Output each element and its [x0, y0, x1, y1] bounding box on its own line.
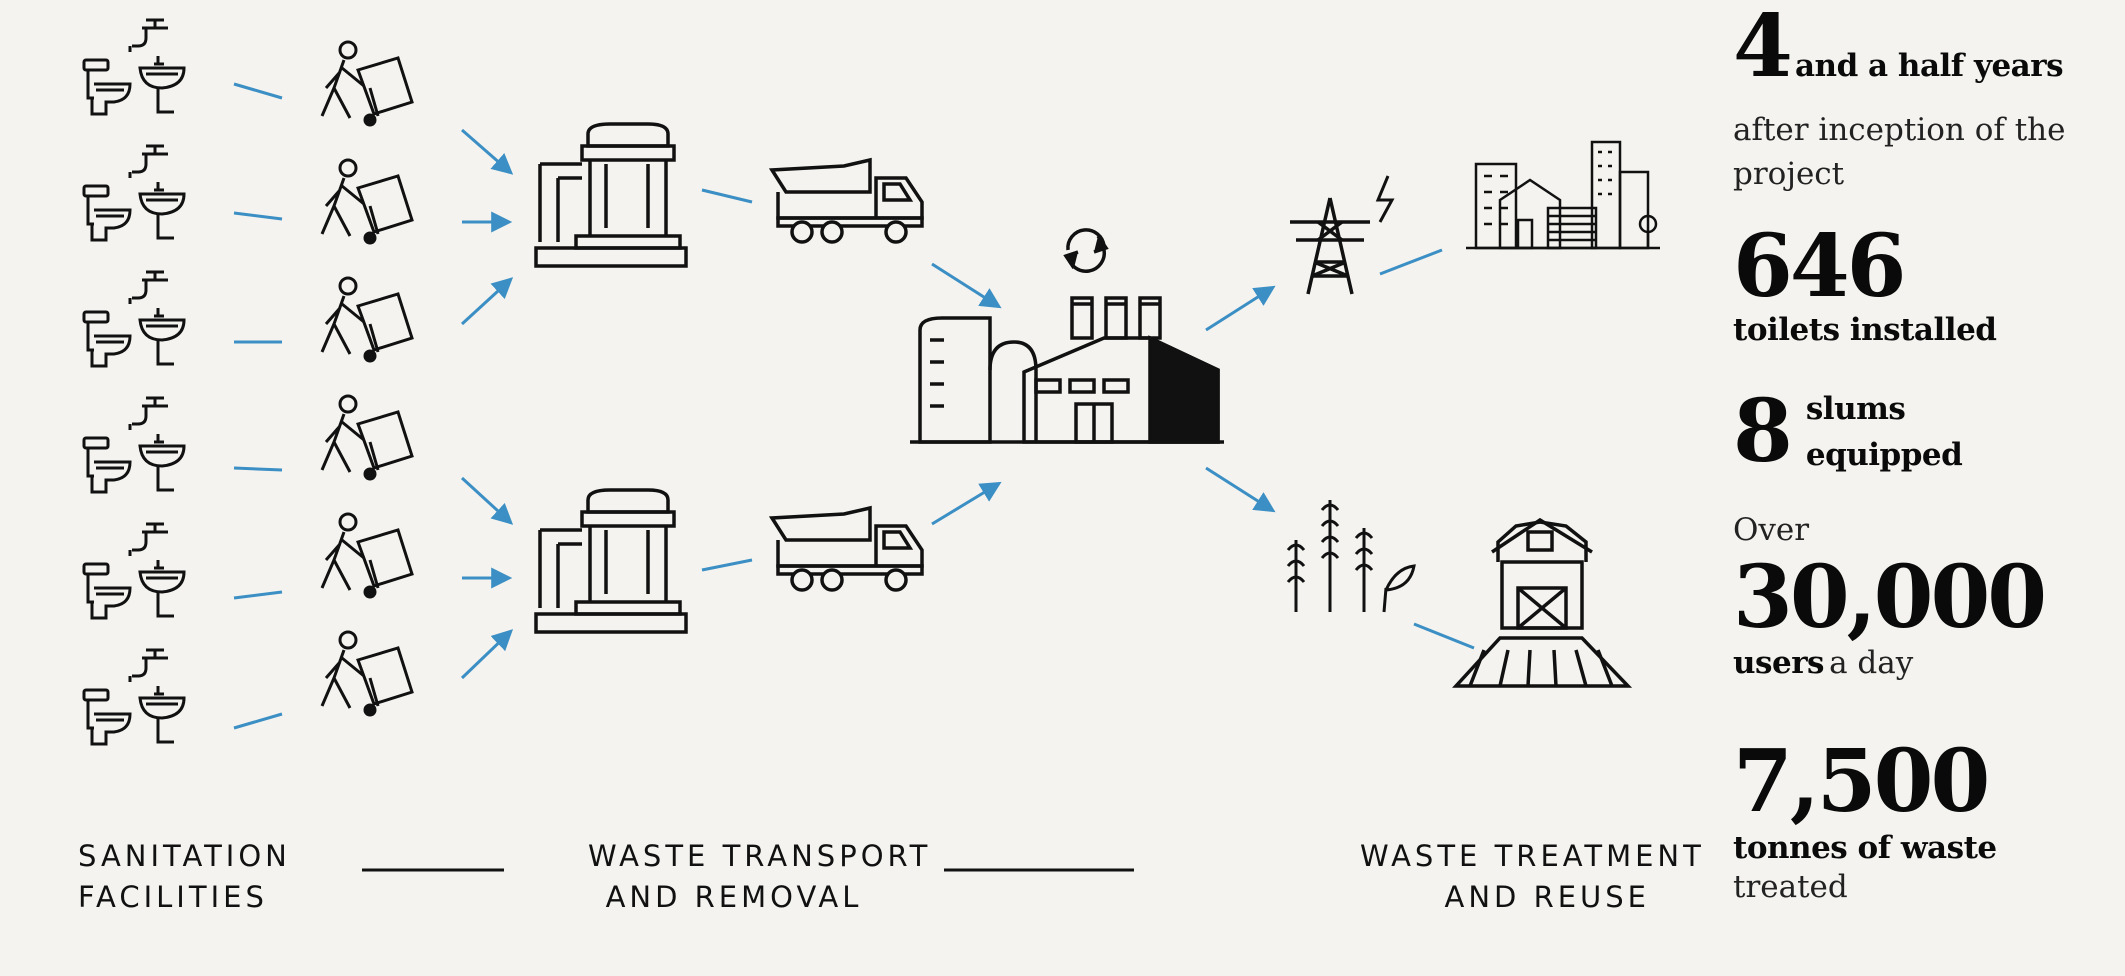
stat-text: treated: [1733, 869, 1848, 905]
city-buildings-icon: [1466, 140, 1660, 250]
stat-text: project: [1733, 156, 1845, 192]
stat-text: after inception of the: [1733, 112, 2066, 148]
stat-number: 4: [1733, 0, 1793, 97]
sanitation-connectors: [233, 82, 283, 730]
recycle-icon: [1063, 228, 1109, 273]
stat-number: 30,000: [1733, 547, 2047, 648]
stage-label-transport: WASTE TRANSPORT AND REMOVAL: [588, 836, 932, 918]
stat-users: Over 30,000 users a day: [1733, 508, 2047, 687]
workers-column: [320, 40, 414, 717]
stat-bold-text: and a half years: [1794, 48, 2064, 84]
stage-label-sanitation: SANITATION FACILITIES: [78, 836, 291, 918]
stat-number: 8: [1733, 381, 1793, 482]
barn-icon: [1452, 517, 1633, 688]
stat-slums: 8 slums equipped: [1733, 381, 1963, 482]
stat-bold-text: users: [1733, 645, 1825, 681]
wheat-icon: [1286, 500, 1416, 613]
sanitation-column: [82, 18, 186, 746]
stage-label-line: WASTE TRANSPORT: [588, 839, 932, 873]
stat-toilets: 646 toilets installed: [1733, 216, 1997, 349]
stat-text: a day: [1829, 645, 1914, 681]
lightning-icon: [1375, 175, 1395, 223]
stage-label-line: WASTE TREATMENT: [1360, 839, 1705, 873]
stage-label-line: AND REUSE: [1444, 880, 1650, 914]
stat-bold-text: slums: [1805, 391, 1906, 427]
stat-bold-text: toilets installed: [1733, 312, 1997, 348]
stage-label-line: SANITATION: [78, 839, 291, 873]
power-pylon-icon: [1290, 197, 1370, 295]
stat-waste: 7,500 tonnes of waste treated: [1733, 736, 1997, 906]
worker-to-tank-arrows: [460, 128, 514, 680]
waste-flow-diagram: [82, 18, 1660, 872]
stage-label-line: AND REMOVAL: [605, 880, 863, 914]
treatment-plant-icon: [910, 296, 1224, 444]
stat-text: Over: [1733, 512, 1810, 548]
stat-number: 646: [1733, 216, 1907, 317]
stat-years: 4 and a half years after inception of th…: [1733, 2, 2065, 196]
stat-bold-text: tonnes of waste: [1733, 830, 1997, 866]
stage-label-line: FACILITIES: [78, 880, 268, 914]
stage-label-treatment: WASTE TREATMENT AND REUSE: [1360, 836, 1705, 918]
stat-number: 7,500: [1733, 731, 1990, 832]
stat-bold-text: equipped: [1805, 437, 1963, 473]
